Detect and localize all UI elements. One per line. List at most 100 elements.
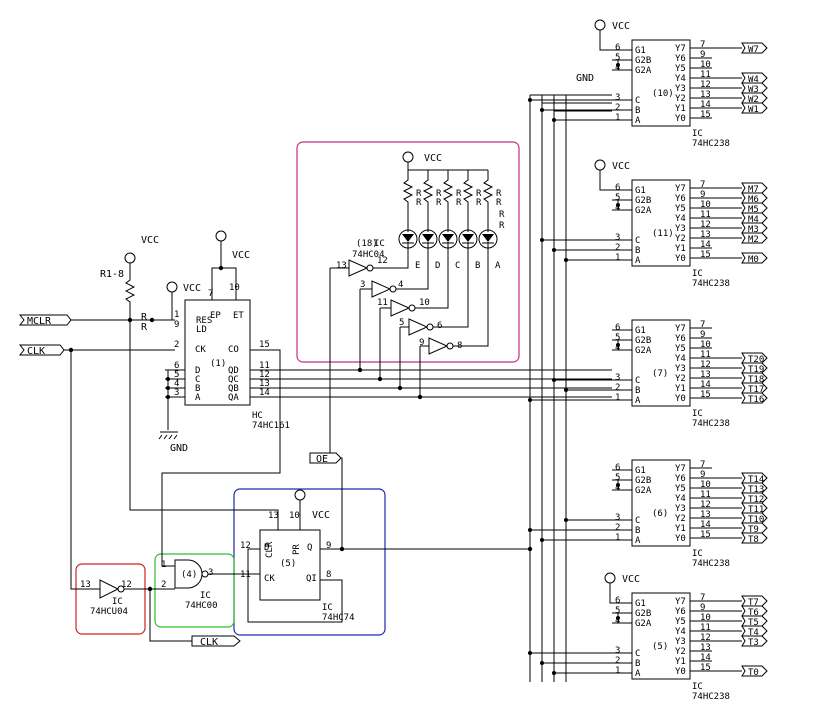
output-w3: W3 (712, 82, 768, 95)
svg-text:CO: CO (228, 345, 239, 355)
svg-text:Y6: Y6 (675, 474, 686, 484)
svg-text:6: 6 (174, 361, 179, 371)
mclr-input: MCLR (18, 314, 72, 327)
inverter-74hcu04: 13 12 IC 74HCU04 (80, 579, 132, 617)
svg-text:R: R (416, 198, 422, 208)
svg-text:9: 9 (700, 50, 705, 60)
output-m2: M2 (712, 232, 768, 245)
svg-text:T5: T5 (748, 618, 759, 628)
svg-text:5: 5 (174, 370, 179, 380)
svg-text:14: 14 (700, 240, 711, 250)
svg-text:Y4: Y4 (675, 214, 686, 224)
svg-text:IC: IC (692, 409, 703, 419)
svg-text:W3: W3 (748, 85, 759, 95)
svg-text:13: 13 (700, 370, 711, 380)
svg-text:A: A (195, 393, 201, 403)
svg-text:74HC74: 74HC74 (322, 613, 355, 623)
svg-text:4: 4 (174, 379, 179, 389)
vcc-flipflop: VCC (294, 489, 330, 530)
svg-text:12: 12 (259, 370, 270, 380)
svg-text:IC: IC (692, 682, 703, 692)
svg-text:Y1: Y1 (675, 657, 686, 667)
svg-text:74HC04: 74HC04 (352, 250, 385, 260)
svg-text:9: 9 (700, 190, 705, 200)
svg-text:G1: G1 (635, 46, 646, 56)
output-t10: T10 (712, 512, 768, 525)
svg-text:VCC: VCC (424, 153, 442, 164)
svg-text:D: D (435, 261, 440, 271)
svg-text:VCC: VCC (622, 574, 640, 585)
svg-text:Y3: Y3 (675, 84, 686, 94)
svg-text:3: 3 (615, 513, 620, 523)
svg-text:T9: T9 (748, 525, 759, 535)
svg-text:Y7: Y7 (675, 324, 686, 334)
svg-text:74HCU04: 74HCU04 (90, 607, 128, 617)
svg-text:2: 2 (161, 580, 166, 590)
led-group-highlight (296, 141, 520, 363)
svg-text:M4: M4 (748, 215, 759, 225)
led-b: BRR (458, 170, 482, 271)
svg-text:CK: CK (195, 345, 206, 355)
svg-text:Y5: Y5 (675, 204, 686, 214)
svg-text:W4: W4 (748, 75, 759, 85)
svg-text:11: 11 (700, 490, 711, 500)
led-inverters: 13 12 3 4 11 10 5 6 9 8 (336, 256, 462, 355)
svg-text:G2B: G2B (635, 196, 651, 206)
svg-text:Y5: Y5 (675, 484, 686, 494)
svg-text:M2: M2 (748, 235, 759, 245)
svg-text:(4): (4) (181, 570, 197, 580)
svg-text:12: 12 (121, 580, 132, 590)
svg-text:Y5: Y5 (675, 617, 686, 627)
svg-text:VCC: VCC (141, 235, 159, 246)
svg-text:C: C (635, 96, 640, 106)
svg-text:2: 2 (615, 103, 620, 113)
svg-text:7: 7 (208, 289, 213, 299)
svg-text:10: 10 (229, 283, 240, 293)
svg-text:Y1: Y1 (675, 524, 686, 534)
svg-text:R: R (456, 189, 462, 199)
svg-text:Y0: Y0 (675, 667, 686, 677)
svg-text:B: B (635, 526, 640, 536)
svg-text:(5): (5) (280, 559, 296, 569)
svg-text:B: B (475, 261, 480, 271)
svg-text:B: B (195, 384, 200, 394)
svg-text:1: 1 (615, 533, 620, 543)
svg-text:Y2: Y2 (675, 234, 686, 244)
svg-text:M7: M7 (748, 185, 759, 195)
vcc-decoder-1: VCC (594, 19, 630, 51)
svg-text:R: R (499, 221, 505, 231)
svg-text:G1: G1 (635, 599, 646, 609)
svg-text:7: 7 (700, 320, 705, 330)
svg-text:74HC00: 74HC00 (185, 601, 218, 611)
svg-text:Y2: Y2 (675, 374, 686, 384)
svg-text:A: A (635, 256, 641, 266)
resistor-r1-8: R1-8 VCC R R (100, 235, 159, 333)
svg-text:G2B: G2B (635, 609, 651, 619)
svg-text:E: E (415, 261, 420, 271)
svg-text:Y0: Y0 (675, 114, 686, 124)
svg-text:Y6: Y6 (675, 54, 686, 64)
svg-text:9: 9 (700, 330, 705, 340)
led-e: ERR (398, 170, 422, 271)
svg-text:2: 2 (615, 383, 620, 393)
svg-text:M0: M0 (748, 255, 759, 265)
svg-text:R: R (476, 198, 482, 208)
svg-text:R: R (476, 189, 482, 199)
svg-text:74HC238: 74HC238 (692, 139, 730, 149)
svg-text:6: 6 (615, 596, 620, 606)
svg-text:C: C (635, 649, 640, 659)
svg-text:11: 11 (240, 570, 251, 580)
output-w4: W4 (712, 72, 768, 85)
svg-text:10: 10 (289, 511, 300, 521)
svg-text:3: 3 (360, 280, 365, 290)
svg-text:15: 15 (259, 340, 270, 350)
output-t11: T11 (712, 502, 768, 515)
svg-text:Y5: Y5 (675, 344, 686, 354)
output-t0: T0 (712, 665, 768, 678)
svg-text:10: 10 (700, 200, 711, 210)
svg-text:74HC238: 74HC238 (692, 279, 730, 289)
